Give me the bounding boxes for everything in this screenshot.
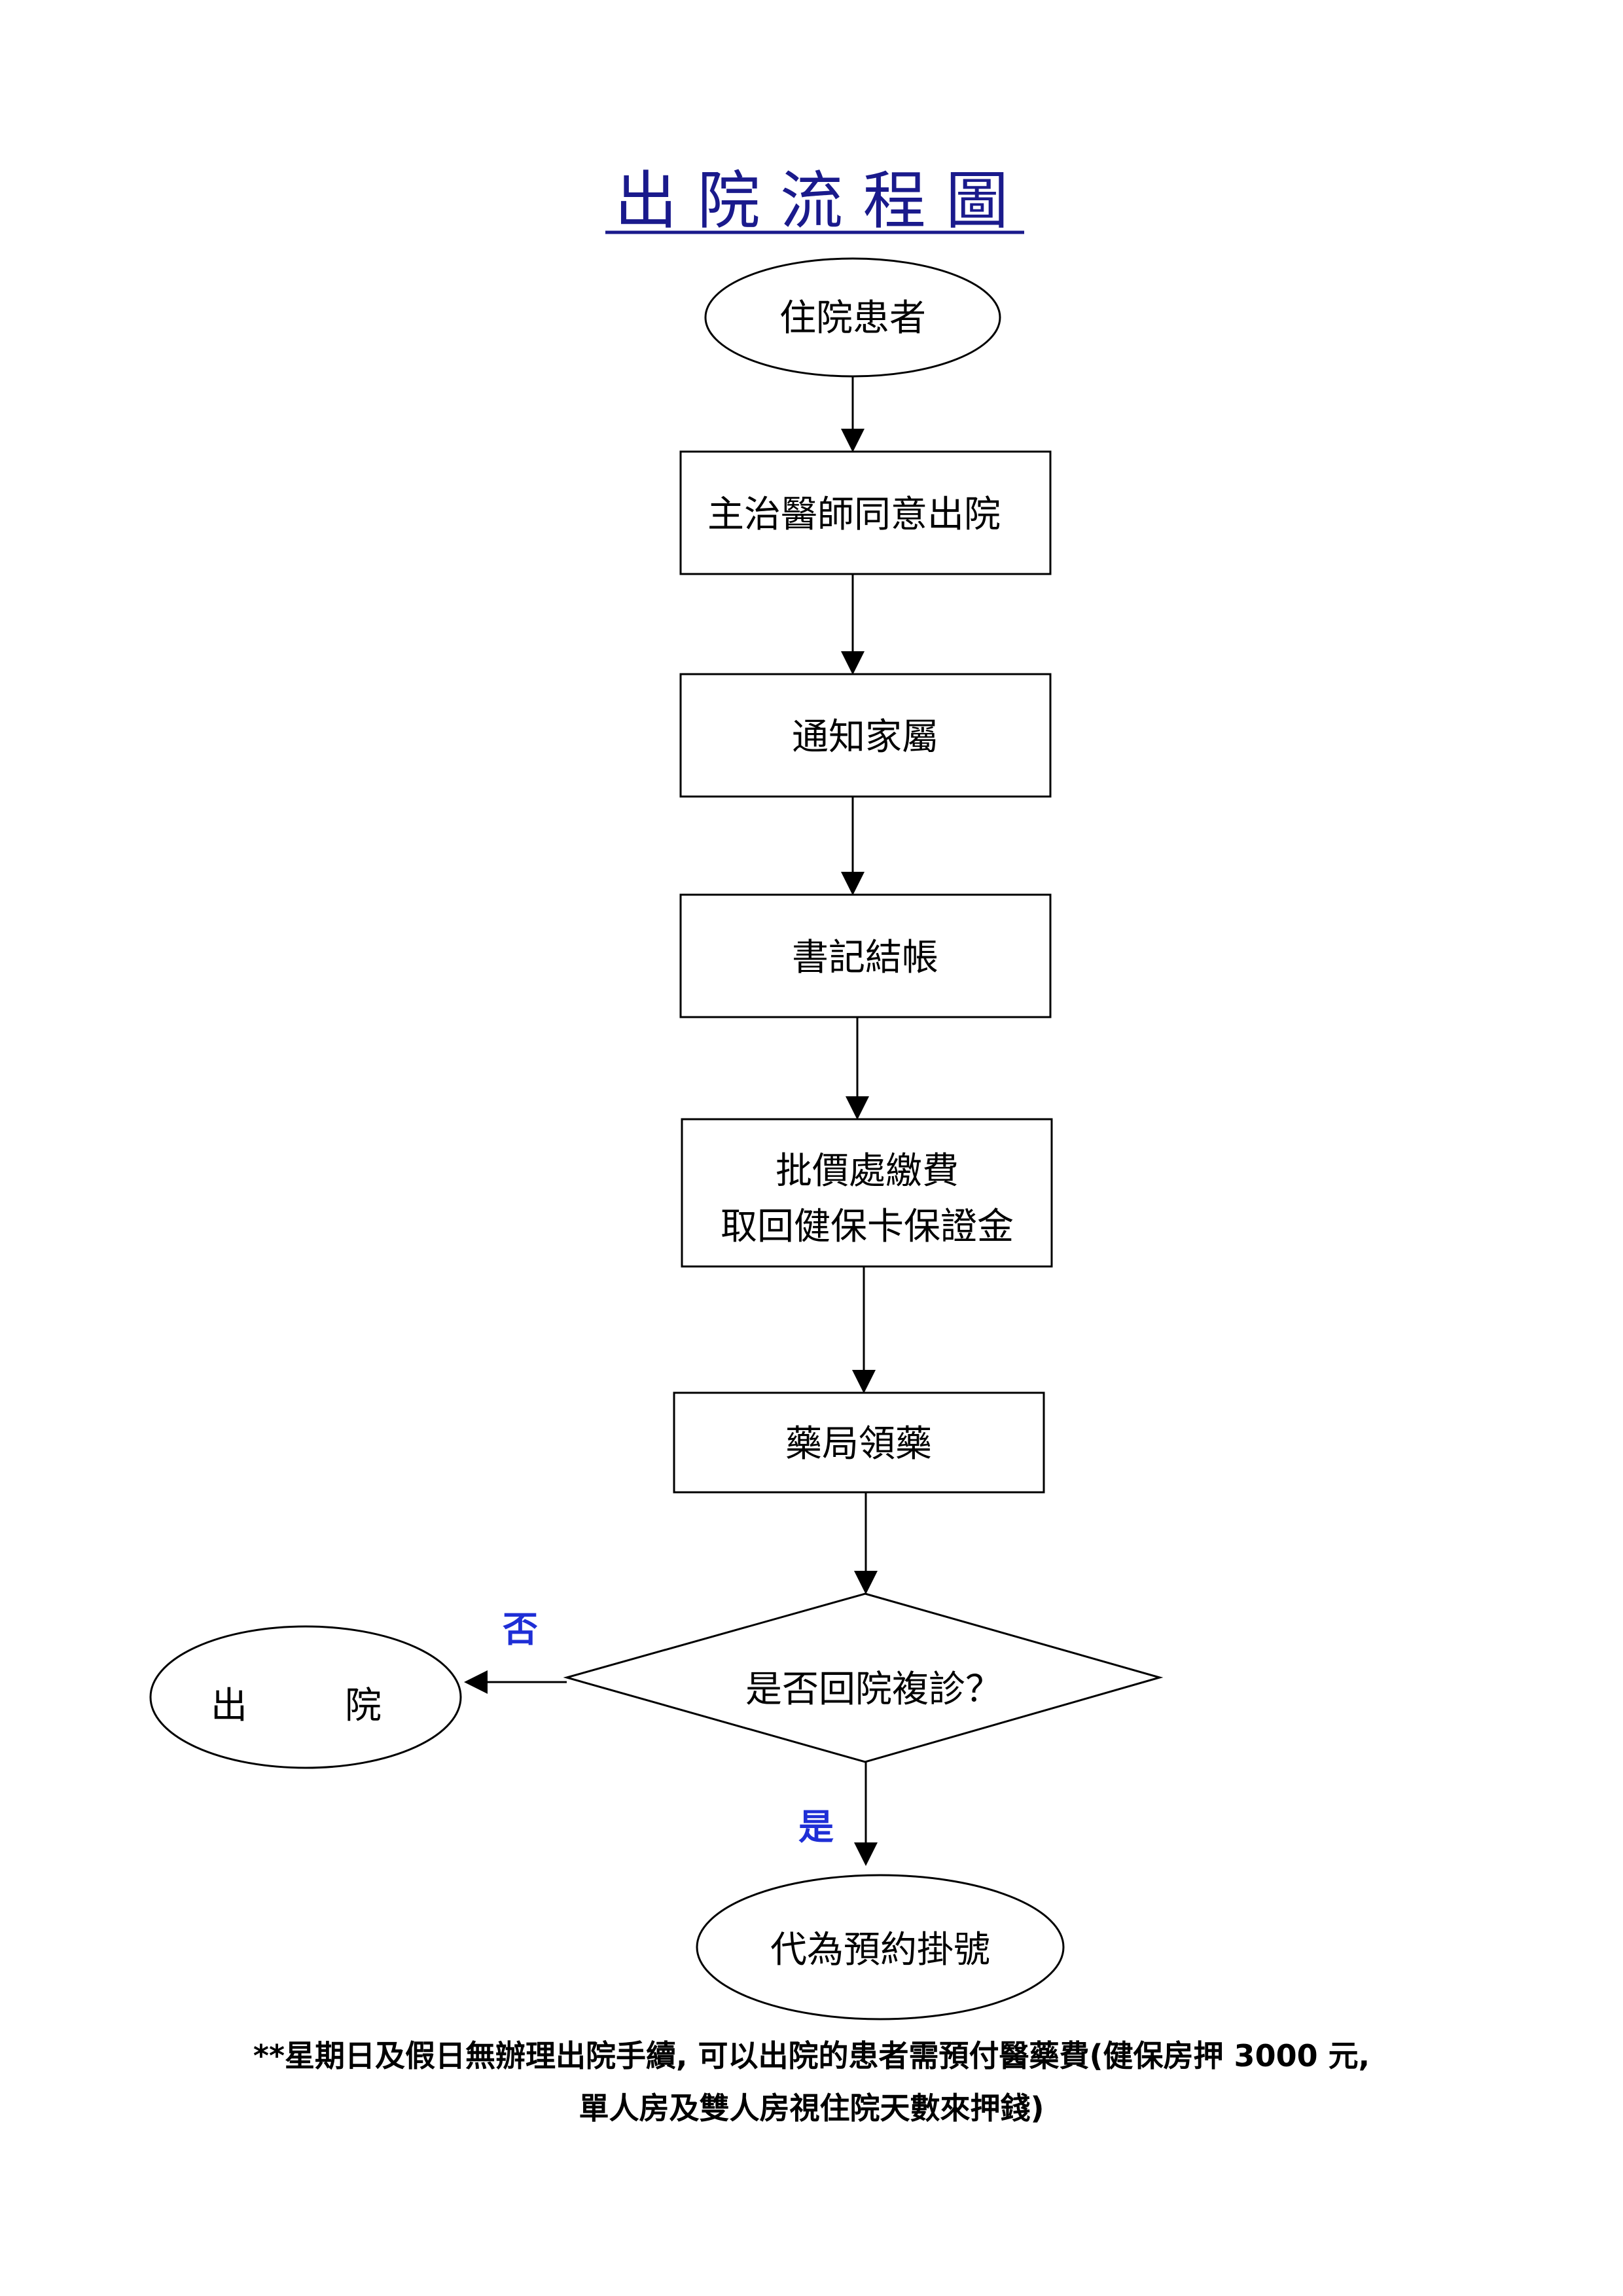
inpatient-label: 住院患者 [779, 297, 926, 340]
doctor-approval-label: 主治醫師同意出院 [707, 493, 1001, 536]
edge-label-no: 否 [503, 1609, 538, 1650]
pharmacy-label: 藥局領藥 [785, 1423, 932, 1465]
clerk-billing-node [679, 893, 1052, 1018]
payment-label-line1: 批價處繳費 [776, 1150, 959, 1193]
discharge-node [149, 1625, 462, 1769]
appointment-node [696, 1874, 1065, 2020]
notify-family-label: 通知家屬 [792, 716, 938, 759]
footnote-line1: **星期日及假日無辦理出院手續, 可以出院的患者需預付醫藥費(健保房押 3000… [253, 2038, 1370, 2073]
edge-label-yes: 是 [798, 1806, 834, 1848]
footnote-line2: 單人房及雙人房視住院天數來押錢) [579, 2090, 1044, 2126]
followup-decision-label: 是否回院複診？ [745, 1668, 1002, 1711]
payment-node [681, 1118, 1053, 1268]
payment-label-line2: 取回健保卡保證金 [721, 1206, 1014, 1248]
discharge-label-left: 出 [211, 1685, 247, 1727]
clerk-billing-label: 書記結帳 [792, 937, 938, 979]
pharmacy-node [673, 1391, 1045, 1494]
doctor-approval-node [679, 450, 1052, 575]
discharge-label-right: 院 [345, 1685, 382, 1727]
notify-family-node [679, 673, 1052, 798]
page-title: 出 院 流 程 圖 [615, 164, 1008, 238]
appointment-label: 代為預約掛號 [770, 1929, 990, 1971]
